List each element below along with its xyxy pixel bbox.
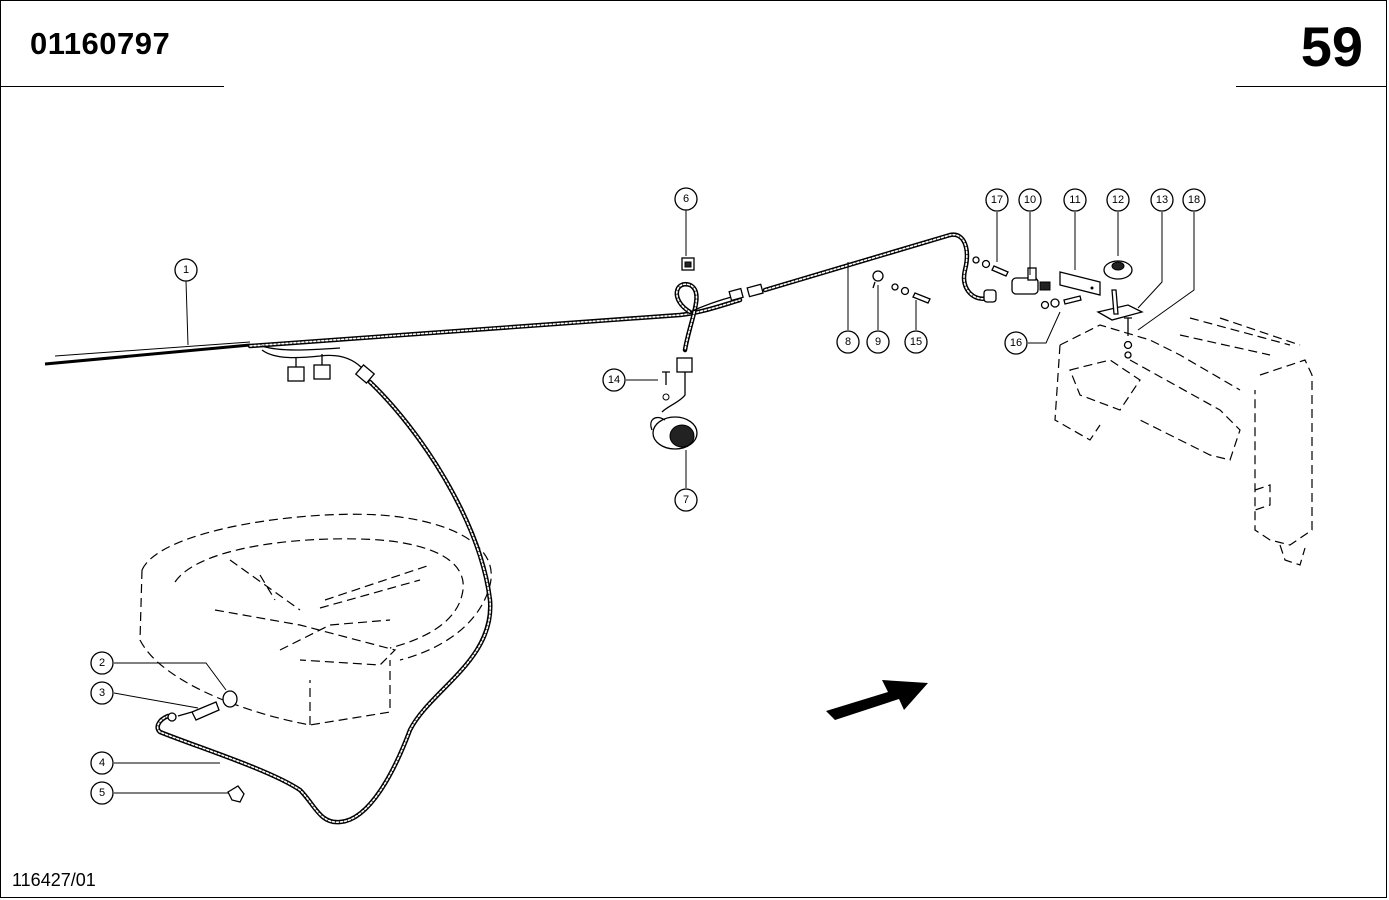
tank-outline [139, 513, 492, 726]
drawing-reference-number: 116427/01 [12, 870, 96, 890]
svg-text:14: 14 [608, 374, 620, 386]
svg-text:1: 1 [183, 264, 189, 276]
svg-text:10: 10 [1024, 194, 1036, 206]
svg-text:2: 2 [99, 657, 105, 669]
callout-4: 4 [90, 751, 114, 775]
svg-text:5: 5 [99, 787, 105, 799]
callout-5: 5 [90, 781, 114, 805]
svg-text:18: 18 [1188, 194, 1200, 206]
callout-13: 13 [1150, 188, 1174, 212]
svg-text:12: 12 [1112, 194, 1124, 206]
callout-6: 6 [674, 187, 698, 211]
svg-text:8: 8 [845, 336, 851, 348]
svg-text:7: 7 [683, 494, 689, 506]
component-shapes [167, 256, 1144, 803]
direction-arrow [826, 680, 928, 720]
svg-text:17: 17 [991, 194, 1003, 206]
bracket-outline [1054, 317, 1313, 566]
callout-12: 12 [1106, 188, 1130, 212]
callout-17: 17 [985, 188, 1009, 212]
callout-16: 16 [1004, 331, 1028, 355]
callout-2: 2 [90, 651, 114, 675]
svg-text:15: 15 [910, 336, 922, 348]
callout-14: 14 [602, 368, 626, 392]
svg-text:6: 6 [683, 193, 689, 205]
svg-text:13: 13 [1156, 194, 1168, 206]
main-wiring-harness [44, 282, 764, 825]
callout-9: 9 [866, 330, 890, 354]
header-rule-right [1236, 86, 1387, 87]
callout-bubbles: 1 2 3 4 5 6 7 8 9 10 11 12 13 14 15 16 1… [90, 187, 1206, 805]
header-rule-left [0, 86, 224, 87]
callout-7: 7 [674, 488, 698, 512]
document-number: 01160797 [30, 26, 171, 61]
cable-part-8 [762, 232, 997, 303]
svg-text:9: 9 [875, 336, 881, 348]
leader-lines [113, 210, 1195, 794]
page-number: 59 [1300, 15, 1363, 78]
callout-11: 11 [1063, 188, 1087, 212]
callout-3: 3 [90, 681, 114, 705]
svg-text:16: 16 [1010, 337, 1022, 349]
callout-10: 10 [1018, 188, 1042, 212]
svg-text:3: 3 [99, 687, 105, 699]
callout-15: 15 [904, 330, 928, 354]
callout-1: 1 [174, 258, 198, 282]
callout-18: 18 [1182, 188, 1206, 212]
callout-8: 8 [836, 330, 860, 354]
svg-text:11: 11 [1069, 194, 1080, 206]
svg-text:4: 4 [99, 757, 105, 769]
